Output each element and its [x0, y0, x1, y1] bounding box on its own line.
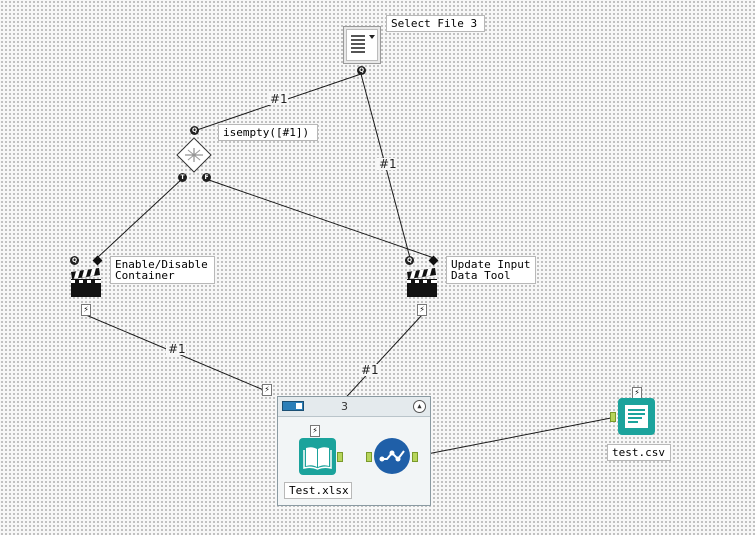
- list-dropdown-icon: [343, 26, 381, 64]
- question-anchor[interactable]: Q: [357, 66, 366, 75]
- select-dots-icon: [374, 438, 410, 474]
- node-label-enable-disable: Enable/Disable Container: [110, 256, 215, 284]
- input-data-tool[interactable]: [299, 438, 336, 475]
- false-anchor[interactable]: F: [202, 173, 211, 182]
- wire-select-to-output: [421, 417, 612, 456]
- output-anchor[interactable]: [412, 452, 418, 462]
- connection-label: #1: [379, 157, 397, 171]
- update-input-data-tool[interactable]: [406, 268, 438, 298]
- select-tool[interactable]: [373, 437, 411, 475]
- true-anchor[interactable]: T: [178, 173, 187, 182]
- condition-tool[interactable]: [175, 136, 213, 174]
- node-label-input: Test.xlsx: [284, 482, 352, 499]
- wire-true-to-enable: [96, 178, 183, 259]
- node-label-update-input: Update Input Data Tool: [446, 256, 536, 284]
- connection-label: #1: [168, 342, 186, 356]
- book-icon: [299, 438, 336, 475]
- node-label-condition: isempty([#1]): [218, 124, 318, 141]
- container-tool-count: 3: [341, 400, 348, 413]
- toggle-icon[interactable]: [282, 401, 304, 411]
- node-label-output: test.csv: [607, 444, 671, 461]
- chevron-up-icon[interactable]: ▲: [413, 400, 426, 413]
- clapperboard-icon: [407, 268, 437, 297]
- question-anchor[interactable]: Q: [190, 126, 199, 135]
- clapperboard-icon: [71, 268, 101, 297]
- node-label-select-file: Select File 3: [386, 15, 485, 32]
- event-anchor[interactable]: ⚡: [310, 425, 320, 437]
- question-anchor[interactable]: Q: [70, 256, 79, 265]
- select-file-tool[interactable]: [343, 26, 381, 64]
- output-data-tool[interactable]: [618, 398, 655, 435]
- input-anchor[interactable]: [366, 452, 372, 462]
- connection-label: #1: [361, 363, 379, 377]
- event-anchor[interactable]: ⚡: [417, 304, 427, 316]
- container-event-anchor[interactable]: ⚡: [262, 384, 272, 396]
- event-anchor[interactable]: ⚡: [81, 304, 91, 316]
- output-doc-icon: [618, 398, 655, 435]
- wire-false-to-update: [205, 178, 435, 259]
- container-header[interactable]: 3 ▲: [278, 397, 430, 417]
- output-anchor[interactable]: [337, 452, 343, 462]
- question-anchor[interactable]: Q: [405, 256, 414, 265]
- enable-disable-container-tool[interactable]: [70, 268, 102, 298]
- condition-diamond-icon: [176, 137, 212, 173]
- input-anchor[interactable]: [610, 412, 616, 422]
- connection-label: #1: [270, 92, 288, 106]
